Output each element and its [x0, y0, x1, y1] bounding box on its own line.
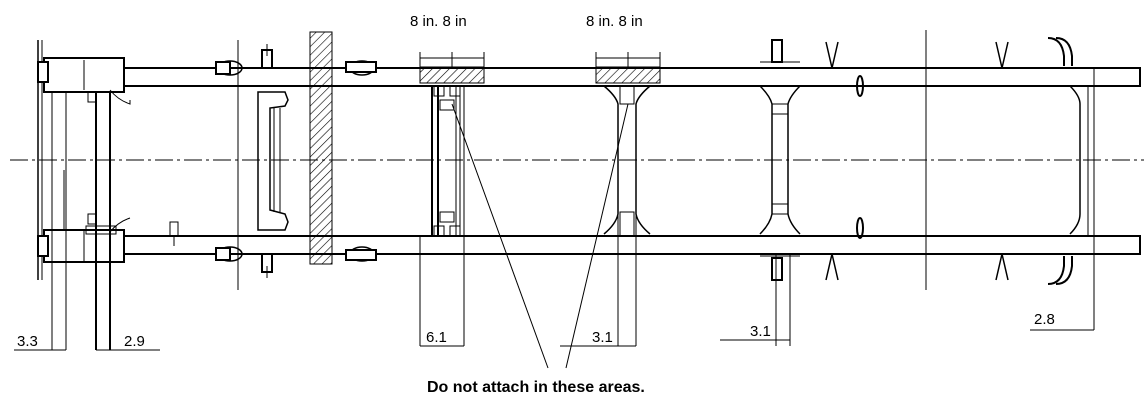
rear-spring-hangers	[925, 30, 1073, 290]
zone-b-label: 8 in. 8 in	[586, 13, 643, 30]
rail-clamps	[345, 60, 377, 262]
rear-crossmember	[1069, 68, 1095, 330]
dimension-leaders	[14, 329, 1094, 351]
restricted-zone-b	[595, 52, 661, 84]
restricted-zone-a	[419, 52, 485, 84]
dimension-label-1: 3.3	[17, 333, 38, 350]
dimension-label-2: 2.9	[124, 333, 145, 350]
lower-rail-bracket	[169, 221, 179, 246]
warning-note: Do not attach in these areas.	[427, 379, 645, 396]
cab-bulkhead	[309, 31, 333, 265]
lower-side-rail	[43, 235, 1141, 255]
crossmember-5	[759, 39, 864, 346]
crossmember-3	[419, 85, 465, 346]
front-end	[37, 40, 125, 350]
crossmember-2	[215, 40, 289, 290]
dimension-label-4: 3.1	[592, 329, 613, 346]
note-pointers	[451, 103, 629, 369]
dimension-label-3: 6.1	[426, 329, 447, 346]
crossmember-1	[85, 89, 131, 350]
dimension-label-6: 2.8	[1034, 311, 1055, 328]
upper-side-rail	[43, 67, 1141, 87]
dimension-label-5: 3.1	[750, 323, 771, 340]
zone-a-label: 8 in. 8 in	[410, 13, 467, 30]
crossmember-4	[603, 85, 651, 346]
